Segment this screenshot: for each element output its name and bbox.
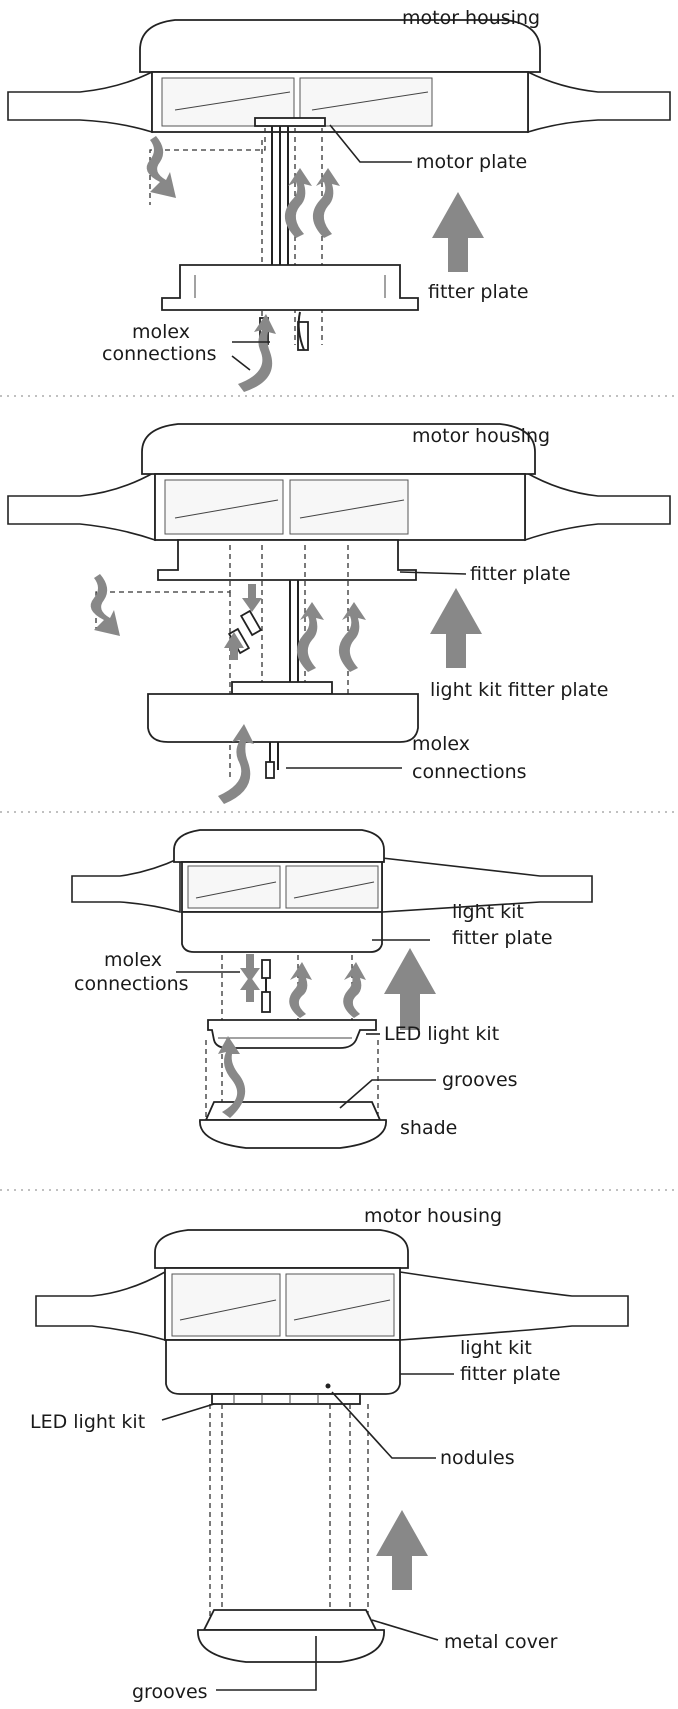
motor-housing [139,19,541,73]
up-arrow-icon [432,192,484,272]
light-kit-fitter-plate-top [231,681,333,695]
straight-arrow-icon [224,632,244,660]
label-molex: molex [132,321,190,343]
straight-arrow-icon [240,976,260,1002]
label-fitter-plate: fitter plate [470,563,571,585]
label-fitter-plate: fitter plate [428,281,529,303]
label-light-kit-fitter-plate: light kit fitter plate [430,679,608,701]
panel-2: motor housing fitter plate light kit fit… [7,423,671,804]
label-motor-plate: motor plate [416,151,527,173]
motor-housing-window-right [289,479,409,535]
shade [199,1119,387,1149]
label-connections: connections [102,343,217,365]
molex-connector [261,991,271,1013]
curved-arrow-icon [343,962,366,1018]
label-motor-housing: motor housing [364,1205,502,1227]
metal-cover-rim [202,1609,378,1631]
motor-housing-window-left [164,479,284,535]
curved-arrow-icon [296,602,324,672]
fan-blade-left [7,470,156,542]
motor-housing [173,829,385,863]
led-light-kit [211,1393,361,1405]
label-molex: molex [104,949,162,971]
label-led-light-kit: LED light kit [384,1023,499,1045]
fan-blade-left [71,856,181,914]
label-fitter-plate: fitter plate [452,927,553,949]
motor-housing [141,423,536,475]
curved-arrow-icon [312,168,340,238]
label-metal-cover: metal cover [444,1631,558,1653]
straight-arrow-icon [242,584,262,612]
label-grooves: grooves [132,1681,208,1703]
up-arrow-icon [430,588,482,668]
curved-arrow-icon [289,962,312,1018]
motor-housing-window-right [285,1273,395,1337]
label-light-kit: light kit [460,1337,532,1359]
fan-blade-left [7,70,153,134]
straight-arrow-icon [240,954,260,982]
label-connections: connections [412,761,527,783]
molex-connector [261,959,271,979]
panel-3: light kit fitter plate molex connections… [71,829,593,1149]
motor-housing [154,1229,409,1269]
motor-housing-window-right [285,865,379,909]
panel-1: motor housing motor plate fitter plate m… [7,7,671,392]
label-connections: connections [74,973,189,995]
molex-connector [265,761,275,779]
fan-blade-right [524,470,671,542]
curved-arrow-icon [284,168,312,238]
label-motor-housing: motor housing [412,425,550,447]
curved-arrow-icon [218,1036,246,1118]
up-arrow-icon [384,948,436,1030]
nodule [325,1383,331,1389]
fan-blade-right [399,1271,629,1341]
label-fitter-plate: fitter plate [460,1363,561,1385]
label-shade: shade [400,1117,457,1139]
curved-arrow-icon [90,574,120,636]
fitter-plate [161,264,419,311]
fan-blade-left [35,1270,166,1342]
label-nodules: nodules [440,1447,515,1469]
curved-arrow-icon [238,314,276,392]
curved-arrow-icon [338,602,366,672]
label-molex: molex [412,733,470,755]
motor-housing-window-left [187,865,281,909]
label-led-light-kit: LED light kit [30,1411,145,1433]
metal-cover [197,1629,385,1663]
label-light-kit: light kit [452,901,524,923]
curved-arrow-icon [218,724,254,804]
motor-housing-window-left [171,1273,281,1337]
fitter-plate [157,539,417,581]
light-kit-fitter-plate [165,1339,401,1395]
led-light-kit [207,1019,377,1049]
label-motor-housing: motor housing [402,7,540,29]
panel-4: motor housing light kit fitter plate LED… [30,1205,629,1703]
fan-blade-right [527,70,671,134]
motor-plate [254,117,326,127]
light-kit-fitter-plate [147,693,419,743]
molex-connector [239,609,263,637]
up-arrow-icon [376,1510,428,1590]
curved-arrow-icon [146,136,176,198]
light-kit-fitter-plate [181,911,383,953]
label-grooves: grooves [442,1069,518,1091]
